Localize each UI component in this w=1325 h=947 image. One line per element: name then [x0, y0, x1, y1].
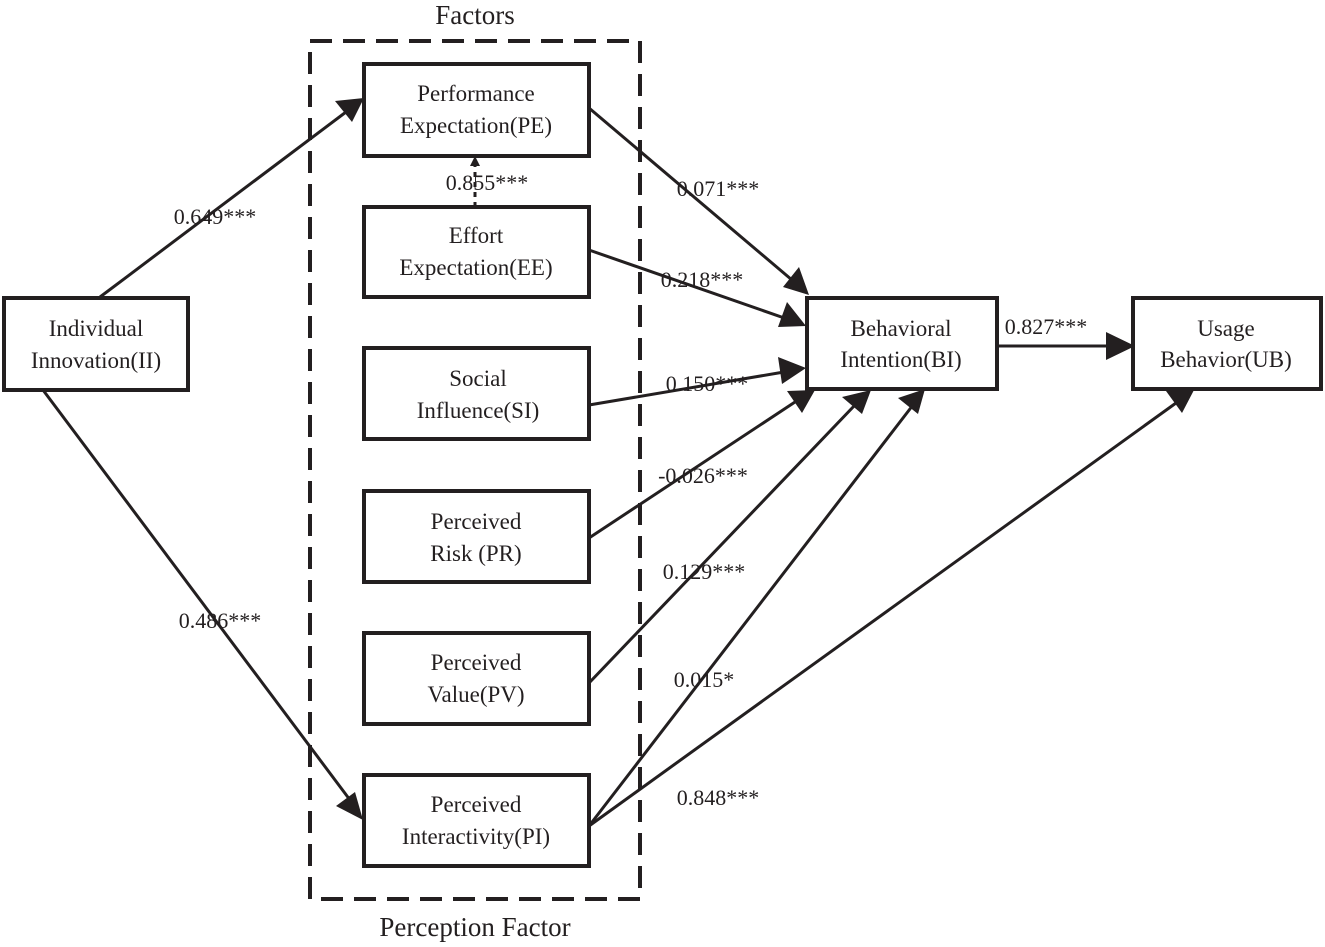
edge-label-bi-ub: 0.827*** — [1005, 314, 1088, 339]
node-label-line1: Individual — [49, 316, 144, 341]
node-perceived-value: Perceived Value(PV) — [362, 631, 591, 726]
node-social-influence: Social Influence(SI) — [362, 346, 591, 441]
arrowhead — [778, 302, 806, 327]
edge-ii-pi — [41, 389, 363, 820]
edge-label-si-bi: 0.150*** — [666, 371, 749, 396]
edge-label-ee-bi: 0.218*** — [661, 267, 744, 292]
node-label-line2: Value(PV) — [427, 682, 524, 707]
node-label-line1: Perceived — [431, 792, 522, 817]
edge-labels: 0.649*** 0.486*** 0.855*** 0.071*** 0.21… — [174, 170, 1088, 810]
node-performance-expectation: Performance Expectation(PE) — [362, 62, 591, 158]
node-label-line1: Social — [449, 366, 507, 391]
edge-ii-pe — [99, 98, 364, 299]
node-label-line1: Effort — [449, 223, 504, 248]
edge-label-pe-bi: 0.071*** — [677, 176, 760, 201]
edge-ee-bi — [588, 248, 806, 327]
edge-label-pi-ub: 0.848*** — [677, 785, 760, 810]
arrowhead — [1106, 332, 1135, 360]
node-perceived-interactivity: Perceived Interactivity(PI) — [362, 773, 591, 868]
edge-label-ii-pi: 0.486*** — [179, 608, 262, 633]
edge-pe-bi — [588, 106, 809, 295]
node-usage-behavior: Usage Behavior(UB) — [1131, 296, 1323, 391]
node-behavioral-intention: Behavioral Intention(BI) — [805, 296, 999, 391]
node-label-line2: Expectation(PE) — [400, 113, 552, 138]
edge-label-pv-bi: 0.129*** — [663, 559, 746, 584]
edge-pr-bi — [588, 390, 815, 540]
edge-pv-bi — [587, 390, 871, 685]
node-label-line1: Behavioral — [851, 316, 952, 341]
node-label-line2: Behavior(UB) — [1160, 347, 1292, 372]
node-label-line2: Risk (PR) — [430, 541, 521, 566]
group-bottom-label: Perception Factor — [379, 912, 570, 942]
group-top-label: Factors — [435, 0, 514, 30]
edge-bi-ub — [997, 332, 1135, 360]
arrowhead — [778, 357, 806, 384]
node-label-line1: Performance — [417, 81, 535, 106]
node-label-line2: Expectation(EE) — [399, 255, 552, 280]
node-label-line2: Influence(SI) — [417, 398, 540, 423]
arrowhead — [783, 267, 809, 295]
edge-pi-bi — [587, 389, 925, 827]
edges-layer — [41, 98, 1194, 828]
edge-label-pr-bi: -0.026*** — [658, 463, 748, 488]
node-individual-innovation: Individual Innovation(II) — [2, 296, 190, 392]
perception-factor-group-frame — [308, 39, 642, 901]
node-label-line2: Intention(BI) — [840, 347, 961, 372]
node-label-line1: Perceived — [431, 650, 522, 675]
edge-ee-pe — [470, 156, 480, 207]
arrowhead — [898, 389, 925, 414]
arrowhead — [842, 390, 871, 414]
edge-si-bi — [588, 357, 806, 407]
node-perceived-risk: Perceived Risk (PR) — [362, 489, 591, 584]
edge-label-pi-bi: 0.015* — [674, 667, 735, 692]
arrowhead — [336, 792, 363, 820]
arrowhead — [335, 98, 364, 122]
arrowhead — [1166, 390, 1194, 413]
arrowhead — [470, 156, 480, 166]
node-label-line2: Interactivity(PI) — [402, 824, 550, 849]
node-label-line1: Usage — [1197, 316, 1254, 341]
node-label-line2: Innovation(II) — [31, 348, 161, 373]
node-effort-expectation: Effort Expectation(EE) — [362, 205, 591, 299]
edge-pi-ub — [588, 390, 1194, 828]
edge-label-ee-pe: 0.855*** — [446, 170, 529, 195]
node-label-line1: Perceived — [431, 509, 522, 534]
arrowhead — [787, 390, 815, 413]
edge-label-ii-pe: 0.649*** — [174, 204, 257, 229]
